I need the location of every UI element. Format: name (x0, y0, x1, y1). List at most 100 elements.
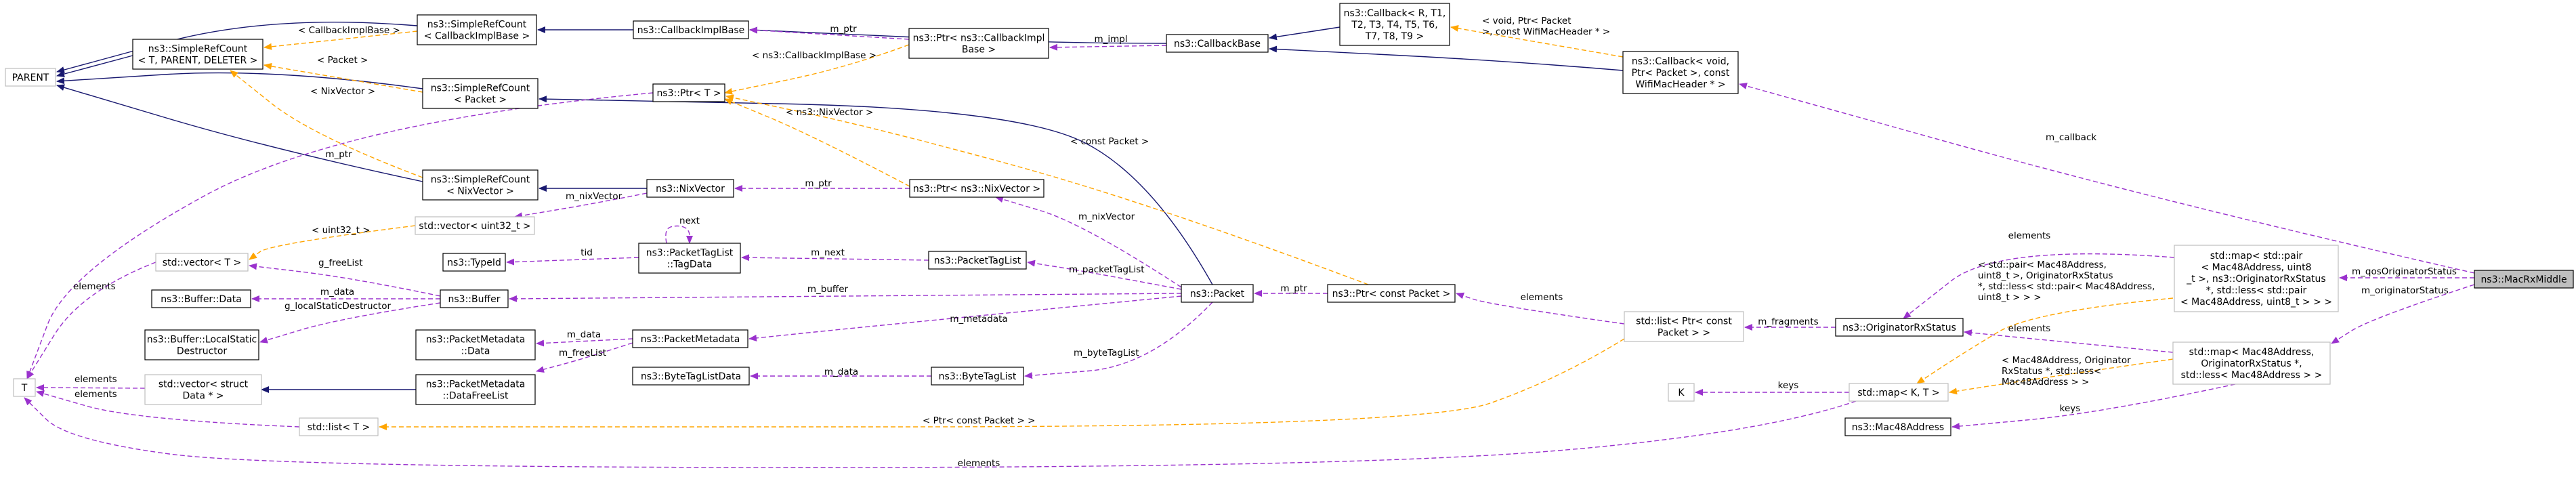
edge-label-ptr-const-packet-list-tpl: < Ptr< const Packet > > (923, 415, 1035, 426)
node-vector-t[interactable]: std::vector< T > (155, 253, 249, 272)
node-mac48address[interactable]: ns3::Mac48Address (1844, 417, 1951, 436)
template-edge (724, 98, 910, 187)
node-packet[interactable]: ns3::Packet (1181, 284, 1254, 303)
node-frame (415, 374, 536, 405)
usage-edge (665, 225, 693, 244)
node-frame (1835, 318, 1964, 337)
node-frame (144, 374, 262, 405)
node-label: std::map< K, T > (1857, 388, 1939, 398)
node-frame (632, 367, 750, 386)
node-label: ns3::TypeId (447, 257, 501, 268)
node-nixvector[interactable]: ns3::NixVector (646, 179, 734, 198)
node-frame (1668, 383, 1695, 402)
node-src-nixvector[interactable]: ns3::SimpleRefCount< NixVector > (422, 169, 539, 201)
template-edge (1916, 297, 2174, 384)
node-packettaglist[interactable]: ns3::PacketTagList (928, 251, 1027, 270)
node-t[interactable]: T (13, 378, 36, 397)
node-buffer-data[interactable]: ns3::Buffer::Data (151, 289, 251, 308)
node-label: ns3::Ptr< ns3::CallbackImpl (913, 33, 1045, 44)
edge-label-m-ptr-left: m_ptr (325, 149, 352, 160)
edge-label-m-freelist: m_freeList (559, 348, 606, 358)
usage-edge (259, 302, 441, 344)
node-label: OriginatorRxStatus *, (2201, 358, 2302, 369)
usage-edge (36, 390, 300, 428)
node-label: T2, T3, T4, T5, T6, (1351, 20, 1437, 30)
node-frame (422, 169, 539, 201)
node-parent[interactable]: PARENT (5, 68, 56, 87)
edge-label-void-ptr-packet: >, const WifiMacHeader * > (1482, 26, 1610, 37)
node-k[interactable]: K (1668, 383, 1695, 402)
inheritance-edge (539, 96, 1213, 285)
node-label: std::list< T > (308, 422, 371, 433)
usage-edge (1049, 43, 1167, 51)
node-frame (2174, 245, 2339, 312)
edge-label-elements-list: elements (75, 389, 117, 400)
usage-edge (514, 192, 648, 220)
node-originatorrxstatus[interactable]: ns3::OriginatorRxStatus (1835, 318, 1964, 337)
node-callbackbase[interactable]: ns3::CallbackBase (1166, 34, 1269, 53)
node-frame (1327, 284, 1456, 303)
node-frame (415, 216, 535, 235)
node-frame (2474, 270, 2574, 289)
node-label: ns3::OriginatorRxStatus (1842, 323, 1956, 333)
edge-label-ptr-const-packet-tpl: < const Packet > (1070, 136, 1149, 147)
node-pm-datafreelist[interactable]: ns3::PacketMetadata::DataFreeList (415, 374, 536, 405)
edge-label-pair-tpl: *, std::less< std::pair< Mac48Address, (1978, 281, 2155, 292)
node-ptr-cbimplbase[interactable]: ns3::Ptr< ns3::CallbackImplBase > (908, 28, 1049, 59)
node-callback-tpl[interactable]: ns3::Callback< R, T1,T2, T3, T4, T5, T6,… (1339, 3, 1450, 46)
edge-label-m-ptr-top: m_ptr (830, 24, 857, 35)
node-ptr-const-packet[interactable]: ns3::Ptr< const Packet > (1327, 284, 1456, 303)
node-list-t[interactable]: std::list< T > (299, 417, 379, 436)
node-ptr-nixvector[interactable]: ns3::Ptr< ns3::NixVector > (909, 179, 1044, 198)
node-label: ns3::SimpleRefCount (431, 175, 530, 186)
node-map-pair[interactable]: std::map< std::pair< Mac48Address, uint8… (2174, 245, 2339, 312)
node-tagdata[interactable]: ns3::PacketTagList::TagData (638, 243, 741, 274)
node-label: WifiMacHeader * > (1635, 79, 1725, 90)
node-bytetaglist[interactable]: ns3::ByteTagList (931, 367, 1024, 386)
node-frame (1844, 417, 1951, 436)
node-label: ns3::PacketMetadata (426, 379, 526, 390)
template-edge (1450, 24, 1624, 58)
node-frame (13, 378, 36, 397)
node-label: ns3::Buffer::Data (161, 294, 242, 305)
node-vector-uint32[interactable]: std::vector< uint32_t > (415, 216, 535, 235)
node-frame (299, 417, 379, 436)
node-packetmetadata[interactable]: ns3::PacketMetadata (632, 329, 748, 348)
node-callback-wifi[interactable]: ns3::Callback< void,Ptr< Packet >, const… (1622, 51, 1739, 94)
node-map-k-t[interactable]: std::map< K, T > (1849, 383, 1949, 402)
node-typeid[interactable]: ns3::TypeId (442, 253, 506, 272)
node-label: < Packet > (454, 95, 507, 106)
usage-edge (1903, 253, 2175, 319)
usage-edge (995, 196, 1182, 288)
node-ptr-t[interactable]: ns3::Ptr< T > (652, 83, 725, 102)
edge-label-m-originatorstatus: m_originatorStatus (2361, 285, 2449, 296)
node-buffer[interactable]: ns3::Buffer (440, 289, 509, 308)
node-label: _t >, ns3::OriginatorRxStatus (2186, 274, 2325, 285)
node-label: ns3::Buffer (448, 294, 501, 305)
node-src-cbimplbase[interactable]: ns3::SimpleRefCount< CallbackImplBase > (417, 14, 537, 45)
edge-label-m-qosoriginatorstatus: m_qosOriginatorStatus (2352, 266, 2457, 277)
usage-edge (748, 295, 1182, 341)
inheritance-edge (56, 21, 418, 73)
node-map-mac48[interactable]: std::map< Mac48Address,OriginatorRxStatu… (2172, 341, 2331, 385)
node-bytetaglistdata[interactable]: ns3::ByteTagListData (632, 367, 750, 386)
edge-label-m-metadata: m_metadata (950, 314, 1007, 325)
node-frame (2172, 341, 2331, 385)
usage-edge (536, 338, 633, 347)
node-pm-data[interactable]: ns3::PacketMetadata::Data (415, 329, 536, 360)
edge-label-m-bytetaglist: m_byteTagList (1074, 348, 1139, 358)
node-frame (1339, 3, 1450, 46)
node-macrxmiddle[interactable]: ns3::MacRxMiddle (2474, 270, 2574, 289)
node-frame (928, 251, 1027, 270)
edge-label-ptr-cbimplbase-tpl: < ns3::CallbackImplBase > (752, 50, 877, 61)
edge-label-m-data-pm: m_data (567, 329, 601, 340)
node-frame (155, 253, 249, 272)
node-src-packet[interactable]: ns3::SimpleRefCount< Packet > (422, 78, 539, 109)
edge-label-m-packettaglist: m_packetTagList (1069, 264, 1145, 275)
node-cbimplbase[interactable]: ns3::CallbackImplBase (633, 20, 749, 39)
node-label: ns3::NixVector (656, 184, 725, 194)
node-src-tpl[interactable]: ns3::SimpleRefCount< T, PARENT, DELETER … (132, 39, 263, 70)
